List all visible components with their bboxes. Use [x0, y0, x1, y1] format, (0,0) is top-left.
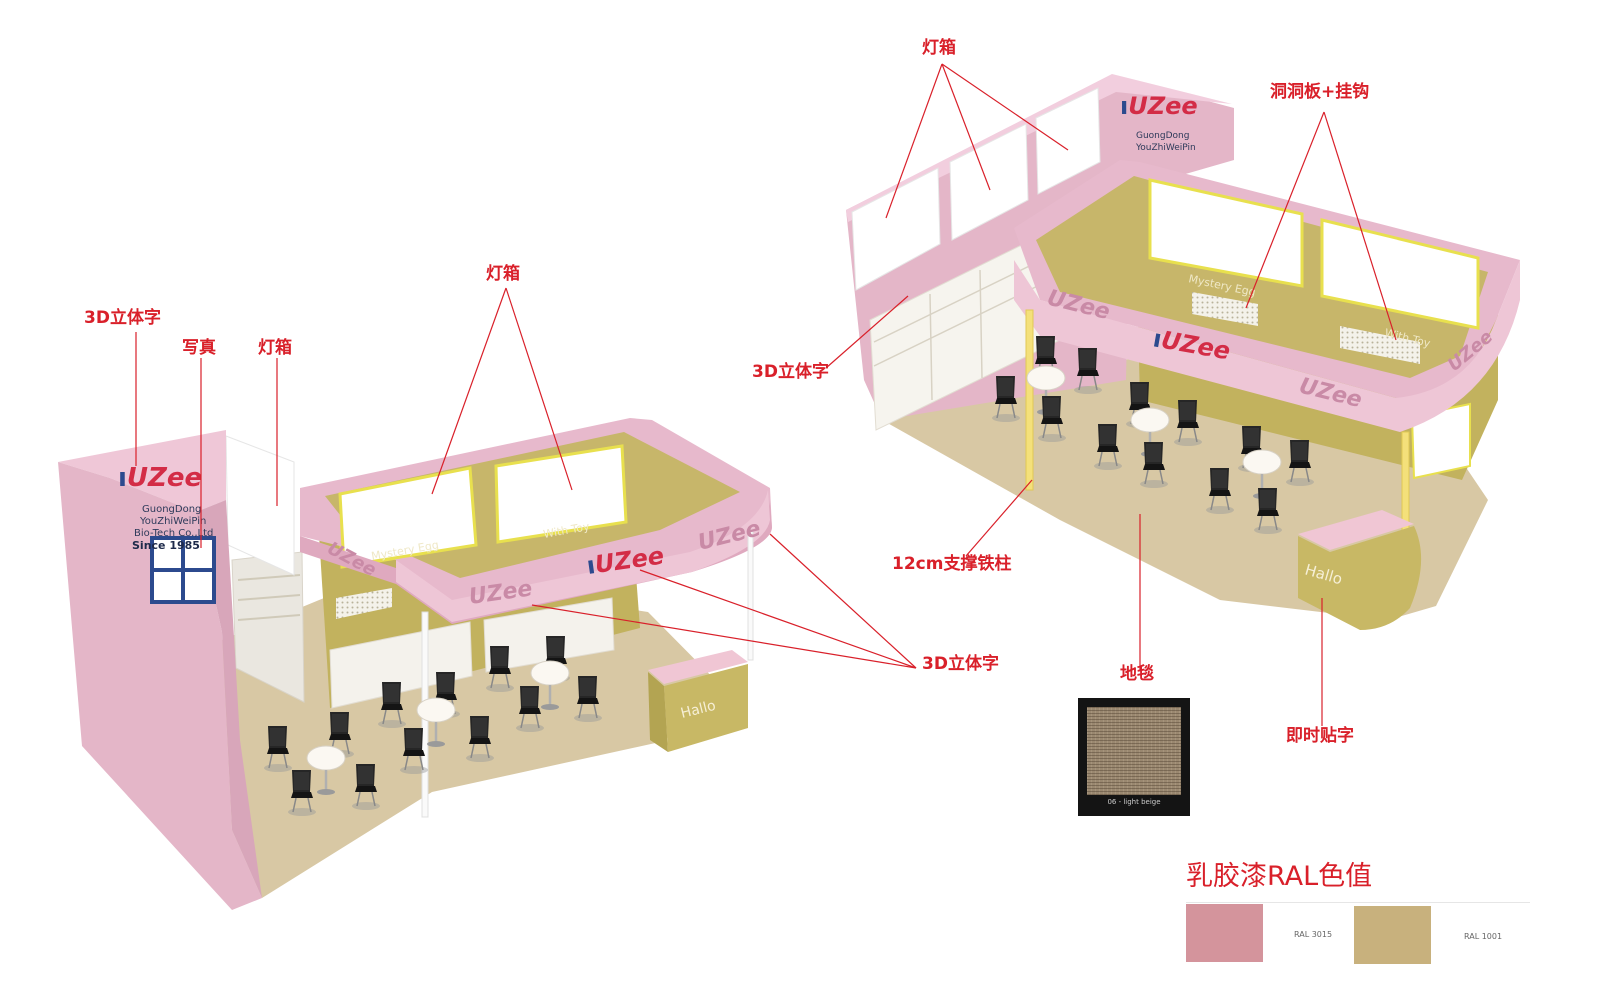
left-pink-side-wall-shadow — [196, 500, 262, 898]
right-pegboard-2 — [1340, 326, 1420, 364]
right-lightbox-2 — [949, 123, 1029, 241]
label-left-lightbox-top: 灯箱 — [486, 264, 520, 284]
right-side-lightboxes — [1410, 402, 1471, 480]
right-lightbox-1 — [851, 167, 941, 291]
label-left-3d-letters-bottom: 3D立体字 — [922, 654, 999, 674]
left-reception-counter-top — [648, 650, 748, 684]
swatch-ral-3015-label: RAL 3015 — [1294, 930, 1333, 939]
left-small-lightbox — [225, 435, 295, 576]
legend-divider — [1186, 902, 1530, 903]
carpet-sample: 06 - light beige — [1078, 698, 1190, 816]
label-right-lightbox-top: 灯箱 — [922, 38, 956, 58]
label-left-lightbox-small: 灯箱 — [258, 338, 292, 358]
carpet-texture — [1087, 707, 1181, 795]
right-header-fascia — [1014, 260, 1520, 432]
label-right-3d-letters: 3D立体字 — [752, 362, 829, 382]
left-reception-counter — [648, 672, 668, 752]
right-reception-counter-top — [1298, 510, 1414, 550]
right-company-line2: YouZhiWeiPin — [1135, 143, 1196, 153]
left-company-line2: YouZhiWeiPin — [139, 516, 206, 527]
swatch-ral-3015 — [1186, 904, 1263, 962]
callout-leader-lines — [135, 63, 1397, 726]
left-company-line1: GuongDong — [142, 504, 201, 515]
label-right-vinyl-sticker: 即时贴字 — [1286, 726, 1354, 746]
carpet-sample-caption: 06 - light beige — [1107, 798, 1161, 806]
left-pink-side-wall — [58, 462, 262, 910]
left-side-shelves — [237, 574, 301, 621]
right-lightbox-3 — [1035, 87, 1101, 195]
right-gold-lightbox-1 — [1148, 178, 1304, 288]
left-reception-counter-front — [664, 664, 748, 752]
left-company-line4: Since 1985 — [132, 539, 200, 552]
right-gold-lightbox-2 — [1320, 218, 1480, 330]
paint-ral-legend-title: 乳胶漆RAL色值 — [1186, 861, 1373, 892]
left-pegboard-1 — [336, 588, 392, 619]
swatch-ral-1001-label: RAL 1001 — [1464, 932, 1503, 941]
left-back-lightbox-1 — [338, 466, 478, 568]
left-display-cabinet-2 — [483, 597, 615, 673]
right-reception-counter — [1298, 526, 1422, 630]
label-right-pegboard-hooks: 洞洞板+挂钩 — [1270, 82, 1370, 102]
left-support-pillar-2 — [747, 529, 754, 661]
left-pink-side-wall-top — [58, 430, 226, 512]
right-booth-rendering: ıUZee GuongDong YouZhiWeiPin Mystery Egg… — [846, 74, 1520, 630]
right-pegboard-1 — [1192, 292, 1258, 326]
right-company-line1: GuongDong — [1136, 131, 1189, 141]
swatch-ral-1001 — [1354, 906, 1431, 964]
label-right-carpet: 地毯 — [1120, 664, 1154, 684]
right-support-pillar-1 — [1025, 309, 1034, 491]
left-back-lightbox-2 — [494, 444, 628, 544]
left-header-fascia-face — [396, 490, 770, 622]
right-logo-wall: ıUZee — [1120, 92, 1198, 120]
left-logo-wall: ıUZee — [118, 463, 202, 493]
left-booth-rendering: ıUZee GuongDong YouZhiWeiPin Bio-Tech Co… — [58, 418, 772, 910]
label-right-support-pillar: 12cm支撑铁柱 — [892, 554, 1012, 574]
left-company-line3: Bio-Tech Co.,Ltd — [134, 528, 213, 539]
label-left-photo: 写真 — [182, 338, 216, 358]
label-left-3d-letters-top: 3D立体字 — [84, 308, 161, 328]
